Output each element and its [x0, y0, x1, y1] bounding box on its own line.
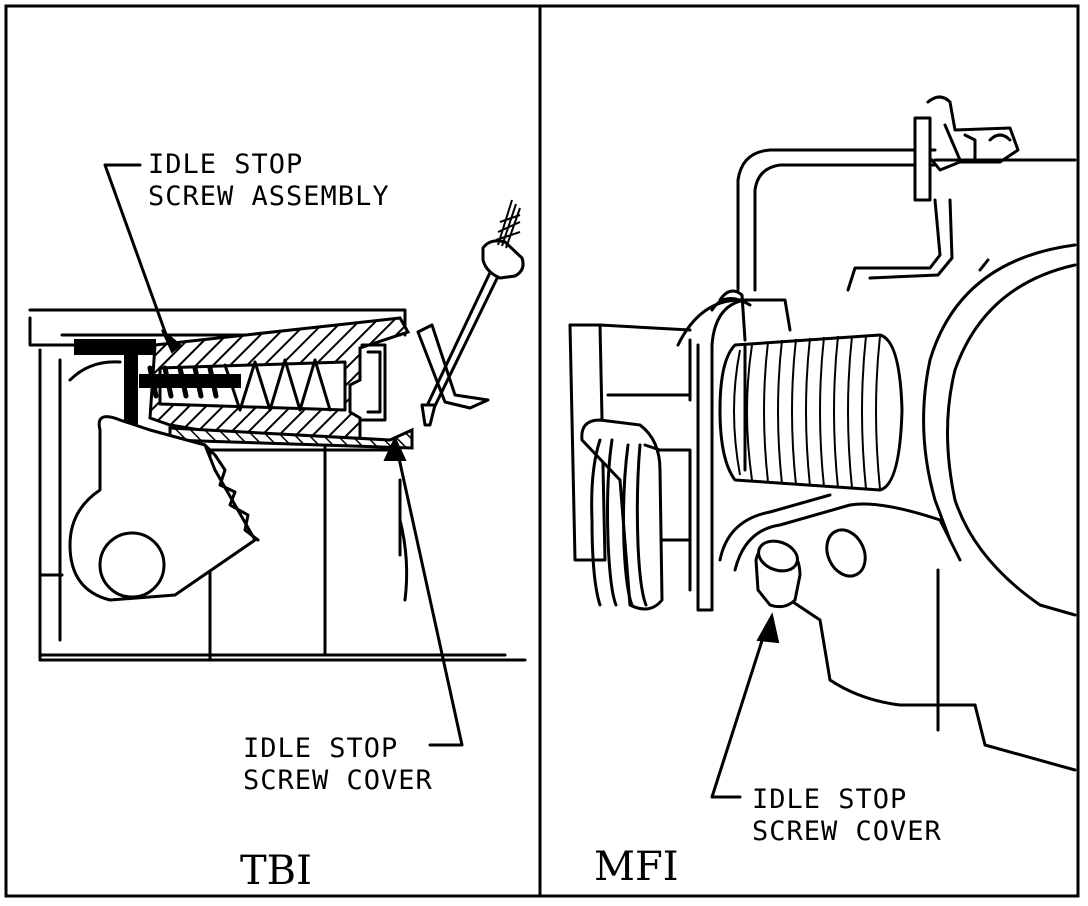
- mfi-caption: MFI: [594, 844, 679, 890]
- tbi-throttle-body-drawing: [28, 199, 527, 662]
- tbi-assembly-label-line2: SCREW ASSEMBLY: [148, 181, 390, 212]
- tbi-gasket: [74, 339, 156, 355]
- mfi-panel: IDLE STOP SCREW COVER MFI: [568, 95, 1077, 890]
- tbi-assembly-leader: [103, 163, 182, 354]
- tbi-probe-tool: [416, 199, 525, 427]
- mfi-screw-cover-plug: [754, 539, 802, 609]
- tbi-adjust-screw-threads: [147, 365, 219, 399]
- mfi-throttle-body-drawing: [568, 95, 1077, 772]
- mfi-boss: [825, 528, 867, 578]
- mfi-top-clip: [913, 95, 1020, 202]
- mfi-cover-label-line2: SCREW COVER: [752, 816, 942, 847]
- mfi-cover-leader: [710, 612, 780, 799]
- tbi-cover-label-line1: IDLE STOP: [243, 733, 398, 764]
- figure-border: [4, 4, 1080, 898]
- mfi-return-spring: [580, 418, 664, 611]
- tbi-cover-leader: [383, 435, 464, 747]
- tbi-screw-cover: [360, 343, 387, 422]
- tbi-cover-label-line2: SCREW COVER: [243, 765, 433, 796]
- tbi-panel: IDLE STOP SCREW ASSEMBLY IDLE STOP SCREW…: [28, 149, 527, 894]
- tbi-throttle-lever: [68, 415, 260, 602]
- mfi-cable-drum: [718, 333, 904, 492]
- tbi-assembly-label-line1: IDLE STOP: [148, 149, 303, 180]
- tbi-caption: TBI: [240, 848, 312, 894]
- mfi-cover-label-line1: IDLE STOP: [752, 784, 907, 815]
- tbi-spring: [223, 358, 332, 412]
